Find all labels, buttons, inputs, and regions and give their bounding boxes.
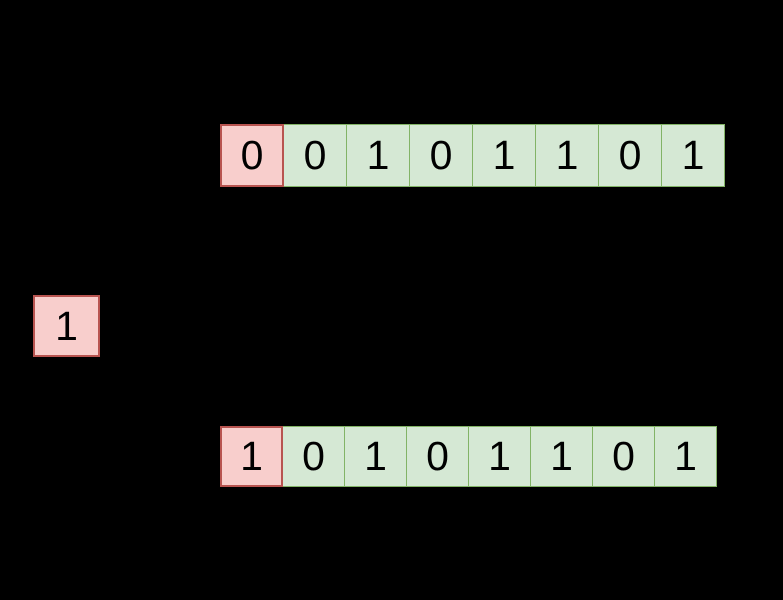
bottom-bit-row: 1 0 1 0 1 1 0 1 xyxy=(220,426,717,487)
top-bit-cell-3[interactable]: 0 xyxy=(409,124,473,187)
top-bit-cell-2[interactable]: 1 xyxy=(346,124,410,187)
top-bit-cell-1[interactable]: 0 xyxy=(283,124,347,187)
bottom-bit-cell-6[interactable]: 0 xyxy=(592,426,655,487)
top-bit-row: 0 0 1 0 1 1 0 1 xyxy=(220,124,725,187)
bottom-bit-cell-3[interactable]: 0 xyxy=(406,426,469,487)
bottom-bit-cell-2[interactable]: 1 xyxy=(344,426,407,487)
top-bit-cell-0[interactable]: 0 xyxy=(220,124,284,187)
top-bit-cell-6[interactable]: 0 xyxy=(598,124,662,187)
top-bit-cell-4[interactable]: 1 xyxy=(472,124,536,187)
bottom-bit-cell-0[interactable]: 1 xyxy=(220,426,283,487)
top-bit-cell-5[interactable]: 1 xyxy=(535,124,599,187)
top-bit-cell-7[interactable]: 1 xyxy=(661,124,725,187)
bottom-bit-cell-4[interactable]: 1 xyxy=(468,426,531,487)
bottom-bit-cell-1[interactable]: 0 xyxy=(282,426,345,487)
carry-bit-cell[interactable]: 1 xyxy=(33,295,100,357)
bottom-bit-cell-5[interactable]: 1 xyxy=(530,426,593,487)
bottom-bit-cell-7[interactable]: 1 xyxy=(654,426,717,487)
